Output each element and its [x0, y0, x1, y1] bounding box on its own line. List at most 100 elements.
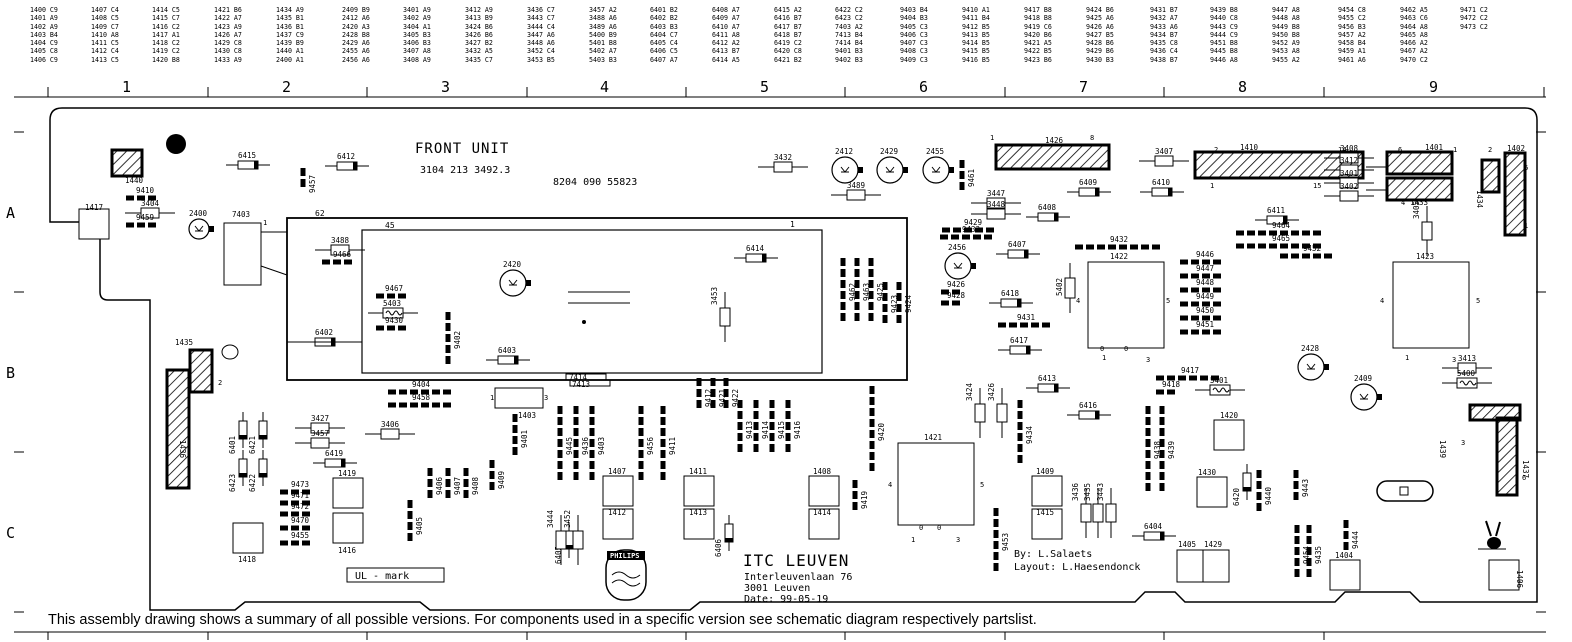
reference-entry: 9464 A8 — [1400, 21, 1428, 31]
component-label: 6408 — [1038, 203, 1057, 212]
connector-1436 — [165, 368, 191, 490]
wire-bridge-9438 — [1145, 406, 1151, 491]
component-label: 9472 — [291, 502, 309, 511]
assembly-note: This assembly drawing shows a summary of… — [48, 612, 1037, 628]
reference-entry: 9470 C2 — [1400, 54, 1428, 64]
pin-label: 2 — [218, 379, 222, 387]
reference-column: 1407 C4 1408 C5 1409 C7 1410 A8 1411 C5 … — [91, 5, 119, 64]
resistor-3408 — [1324, 152, 1374, 164]
reference-entry: 9413 B5 — [962, 29, 990, 39]
reference-entry: 9422 B5 — [1024, 46, 1052, 56]
diode-6406 — [724, 515, 734, 551]
component-label: 2400 — [189, 209, 208, 218]
reference-entry: 6403 B3 — [650, 21, 678, 31]
capacitor-2409 — [1350, 383, 1382, 411]
pin-label: 4 — [1401, 199, 1405, 207]
pin-label: 14 — [1338, 146, 1346, 154]
connector-1433 — [1385, 176, 1454, 202]
component-label: 9462 — [848, 283, 857, 301]
reference-entry: 6423 C2 — [835, 13, 863, 23]
reference-entry: 9457 A2 — [1338, 29, 1366, 39]
reference-entry: 9426 A6 — [1086, 21, 1114, 31]
pin-label: 5 — [1166, 297, 1170, 305]
board-outline — [49, 107, 1538, 611]
reference-entry: 3402 A9 — [403, 13, 431, 23]
reference-entry: 1410 A8 — [91, 29, 119, 39]
wire-bridge-9451 — [1180, 329, 1221, 335]
pin-label: 2 — [1214, 146, 1218, 154]
reference-column: 6415 A2 6416 B7 6417 B7 6418 B7 6419 C2 … — [774, 5, 802, 64]
reference-entry: 9455 A2 — [1272, 54, 1300, 64]
component-label: 3488 — [331, 236, 350, 245]
component-label: 3408 — [1340, 144, 1359, 153]
reference-entry: 3436 C7 — [527, 5, 555, 14]
reference-entry: 1433 A9 — [214, 54, 242, 64]
wire-bridge-9402 — [445, 312, 451, 364]
reference-entry: 3448 A6 — [527, 38, 555, 48]
component-label: 3444 — [546, 509, 555, 528]
wire-bridge-9436 — [573, 406, 579, 480]
reference-entry: 3412 A9 — [465, 5, 493, 14]
column-label: 5 — [760, 78, 769, 96]
component-label: 3452 — [563, 510, 572, 528]
component-label: 9428 — [947, 291, 966, 300]
reference-entry: 2429 A6 — [342, 38, 370, 48]
date-line: Date: 99-05-19 — [744, 594, 828, 605]
component-label: 6418 — [1001, 289, 1020, 298]
reference-entry: 6413 B7 — [712, 46, 740, 56]
component-label: 6404 — [1144, 522, 1163, 531]
component-label: 3453 — [710, 287, 719, 305]
component-label: 9467 — [385, 284, 403, 293]
component-label: 9448 — [1196, 278, 1215, 287]
reference-entry: 5401 B8 — [589, 38, 617, 48]
reference-entry: 9431 B7 — [1150, 5, 1178, 14]
component-label: 1421 — [924, 433, 942, 442]
wire-bridge-9408 — [463, 468, 469, 498]
resistor-3413 — [1442, 362, 1492, 374]
pin-label: 1 — [490, 394, 494, 402]
component-label: 7413 — [572, 380, 590, 389]
wire-bridge-9461 — [959, 160, 965, 190]
reference-entry: 1409 C7 — [91, 21, 119, 31]
reference-column: 9447 A8 9448 A8 9449 B8 9450 B8 9452 A9 … — [1272, 5, 1300, 64]
pin-label: 0 — [1100, 345, 1104, 353]
component-label: 3426 — [987, 382, 996, 401]
reference-entry: 9407 C3 — [900, 38, 928, 48]
wire-bridge-9411 — [660, 406, 666, 480]
company-name: ITC LEUVEN — [743, 551, 849, 570]
component-label: 9471 — [291, 491, 309, 500]
component-label: 2409 — [1354, 374, 1372, 383]
reference-entry: 9453 A8 — [1272, 46, 1300, 56]
display-window — [361, 229, 823, 374]
column-label: 4 — [600, 78, 609, 96]
reference-entry: 6408 A7 — [712, 5, 740, 14]
reference-entry: 9428 B6 — [1086, 38, 1114, 48]
reference-entry: 9454 C8 — [1338, 5, 1366, 14]
connector-1402 — [1503, 151, 1527, 237]
diode-6422 — [258, 450, 268, 486]
wire-bridge-9444 — [1343, 520, 1349, 550]
capacitor-2412 — [831, 156, 863, 184]
reference-column: 3401 A9 3402 A9 3404 A1 3405 B3 3406 B3 … — [403, 5, 431, 64]
connector-1419 — [332, 477, 364, 509]
reference-entry: 9440 C8 — [1210, 13, 1238, 23]
capacitor-2420 — [499, 269, 531, 297]
reference-entry: 2412 A6 — [342, 13, 370, 23]
component-label: 3443 — [1096, 483, 1105, 501]
component-label: 9416 — [793, 420, 802, 439]
reference-entry: 3407 A8 — [403, 46, 431, 56]
wire-bridge-9467 — [376, 293, 406, 299]
reference-entry: 6401 B2 — [650, 5, 678, 14]
connector-1417 — [78, 208, 110, 240]
reference-entry: 9411 B4 — [962, 13, 990, 23]
component-label: 9434 — [1025, 425, 1034, 444]
component-label: 9429 — [964, 218, 982, 227]
reference-entry: 9461 A6 — [1338, 54, 1366, 64]
reference-entry: 9462 A5 — [1400, 5, 1428, 14]
column-label: 9 — [1429, 78, 1438, 96]
code-number: 8204 090 55823 — [553, 177, 637, 188]
wire-bridge-9453 — [993, 508, 999, 571]
wire-bridge-9413 — [737, 400, 743, 452]
diode-6415 — [226, 160, 270, 170]
reference-column: 6408 A7 6409 A7 6410 A7 6411 A8 6412 A2 … — [712, 5, 740, 64]
